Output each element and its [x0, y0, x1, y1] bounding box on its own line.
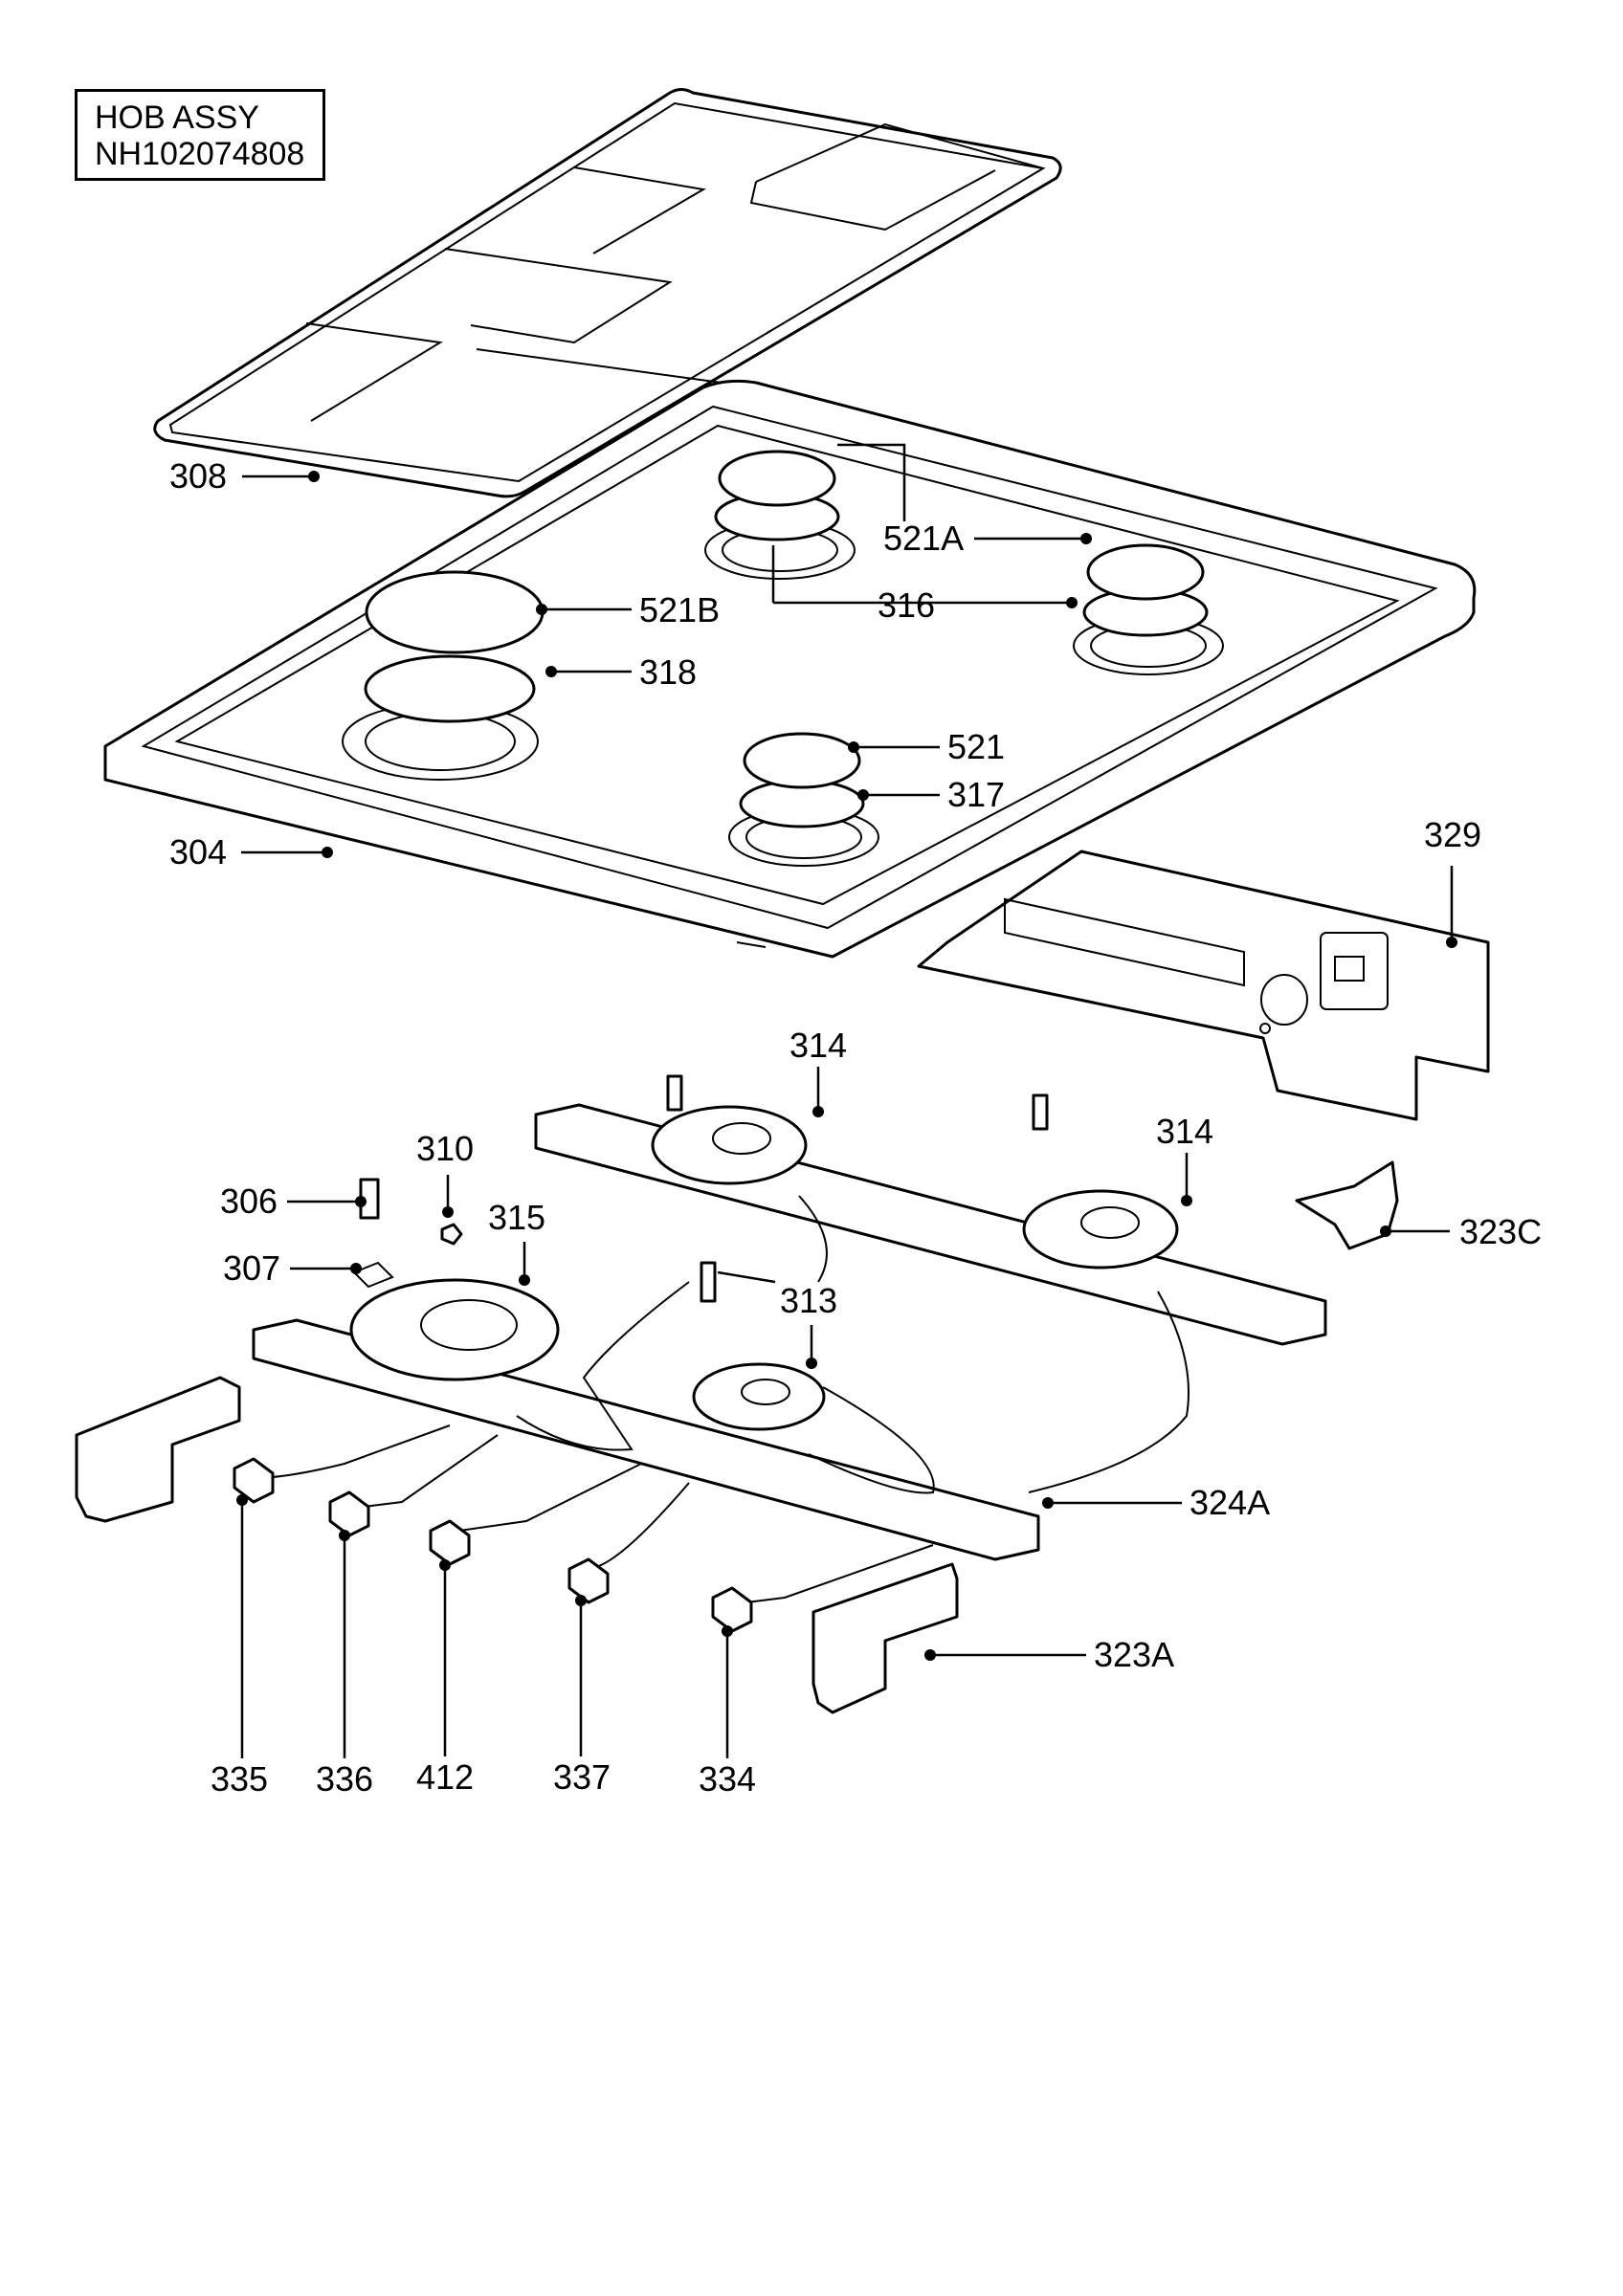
burner-base-front-left-large — [349, 1278, 560, 1381]
callout-dot-304 — [322, 847, 333, 858]
callout-dot-317 — [857, 789, 869, 801]
callout-label-412: 412 — [416, 1757, 474, 1797]
callout-label-308: 308 — [169, 456, 227, 496]
callout-label-335: 335 — [211, 1759, 268, 1799]
callout-dot-307 — [350, 1263, 362, 1274]
callout-dot-323C — [1380, 1225, 1391, 1237]
title-line-1: HOB ASSY — [95, 99, 259, 136]
burner-rear-right — [1073, 543, 1224, 675]
callout-label-313: 313 — [780, 1281, 837, 1320]
callout-dot-334 — [722, 1625, 733, 1637]
callout-dot-314b — [1181, 1195, 1192, 1206]
callout-label-310: 310 — [416, 1129, 474, 1168]
burner-base-rear-left — [651, 1105, 808, 1185]
callout-dot-412 — [439, 1559, 451, 1571]
title-box: HOB ASSY NH102074808 — [75, 89, 325, 181]
callout-label-521B: 521B — [639, 590, 720, 629]
burner-base-rear-right — [1022, 1189, 1179, 1269]
bracket-left — [75, 1376, 241, 1523]
callout-label-304: 304 — [169, 832, 227, 872]
callout-dot-315 — [519, 1274, 530, 1286]
callout-dot-521 — [848, 741, 859, 753]
callout-labels: 308 521A 316 521B 318 521 317 304 329 314 314 310 30… — [169, 456, 1542, 1799]
callout-label-316: 316 — [878, 585, 935, 625]
callout-label-315: 315 — [488, 1198, 545, 1237]
callout-label-317: 317 — [947, 775, 1005, 814]
bracket-323A — [812, 1562, 959, 1714]
callout-dot-314a — [812, 1106, 824, 1117]
callout-label-324A: 324A — [1189, 1483, 1270, 1522]
callout-label-334: 334 — [699, 1759, 756, 1799]
callout-label-323A: 323A — [1094, 1635, 1174, 1674]
callout-dot-335 — [236, 1494, 248, 1506]
callout-dot-521A — [1080, 533, 1092, 544]
bracket-323C — [1295, 1160, 1399, 1250]
nuts — [233, 1457, 753, 1633]
hob-top-plate — [103, 379, 1477, 959]
leader-extra-313 — [717, 1270, 776, 1284]
callout-label-521A: 521A — [883, 519, 964, 558]
callout-dot-337 — [575, 1595, 587, 1606]
leader-extra-521A — [837, 443, 906, 521]
burner-front-left-large — [342, 570, 545, 781]
callout-label-314b: 314 — [1156, 1112, 1213, 1151]
callout-dot-329 — [1446, 937, 1457, 948]
burner-front-centre — [728, 732, 879, 867]
burner-base-front-centre — [692, 1362, 826, 1431]
callout-label-323C: 323C — [1459, 1212, 1542, 1251]
callout-dot-310 — [442, 1206, 454, 1218]
burner-rear-left — [704, 450, 856, 580]
callout-label-306: 306 — [220, 1181, 278, 1221]
callout-dot-336 — [339, 1530, 350, 1541]
callout-label-307: 307 — [223, 1248, 280, 1288]
side-panel — [917, 850, 1490, 1121]
callout-label-318: 318 — [639, 652, 697, 692]
callout-dot-316 — [1066, 597, 1078, 608]
callout-leaders — [236, 443, 1457, 1758]
callout-label-337: 337 — [553, 1757, 611, 1797]
callout-dot-324A — [1042, 1497, 1054, 1509]
callout-label-521: 521 — [947, 727, 1005, 766]
callout-dot-318 — [545, 666, 557, 677]
title-line-2: NH102074808 — [95, 136, 305, 172]
callout-dot-313 — [806, 1358, 817, 1369]
gas-pipes — [253, 1195, 1189, 1603]
pan-support-grid — [153, 88, 1062, 498]
callout-label-329: 329 — [1424, 815, 1481, 854]
callout-dot-308 — [308, 471, 320, 482]
callout-dot-323A — [924, 1649, 936, 1661]
callout-dot-521B — [536, 604, 547, 615]
injector-parts — [352, 1074, 1049, 1303]
callout-dot-306 — [355, 1196, 367, 1207]
callout-label-336: 336 — [316, 1759, 373, 1799]
callout-label-314a: 314 — [789, 1026, 847, 1065]
